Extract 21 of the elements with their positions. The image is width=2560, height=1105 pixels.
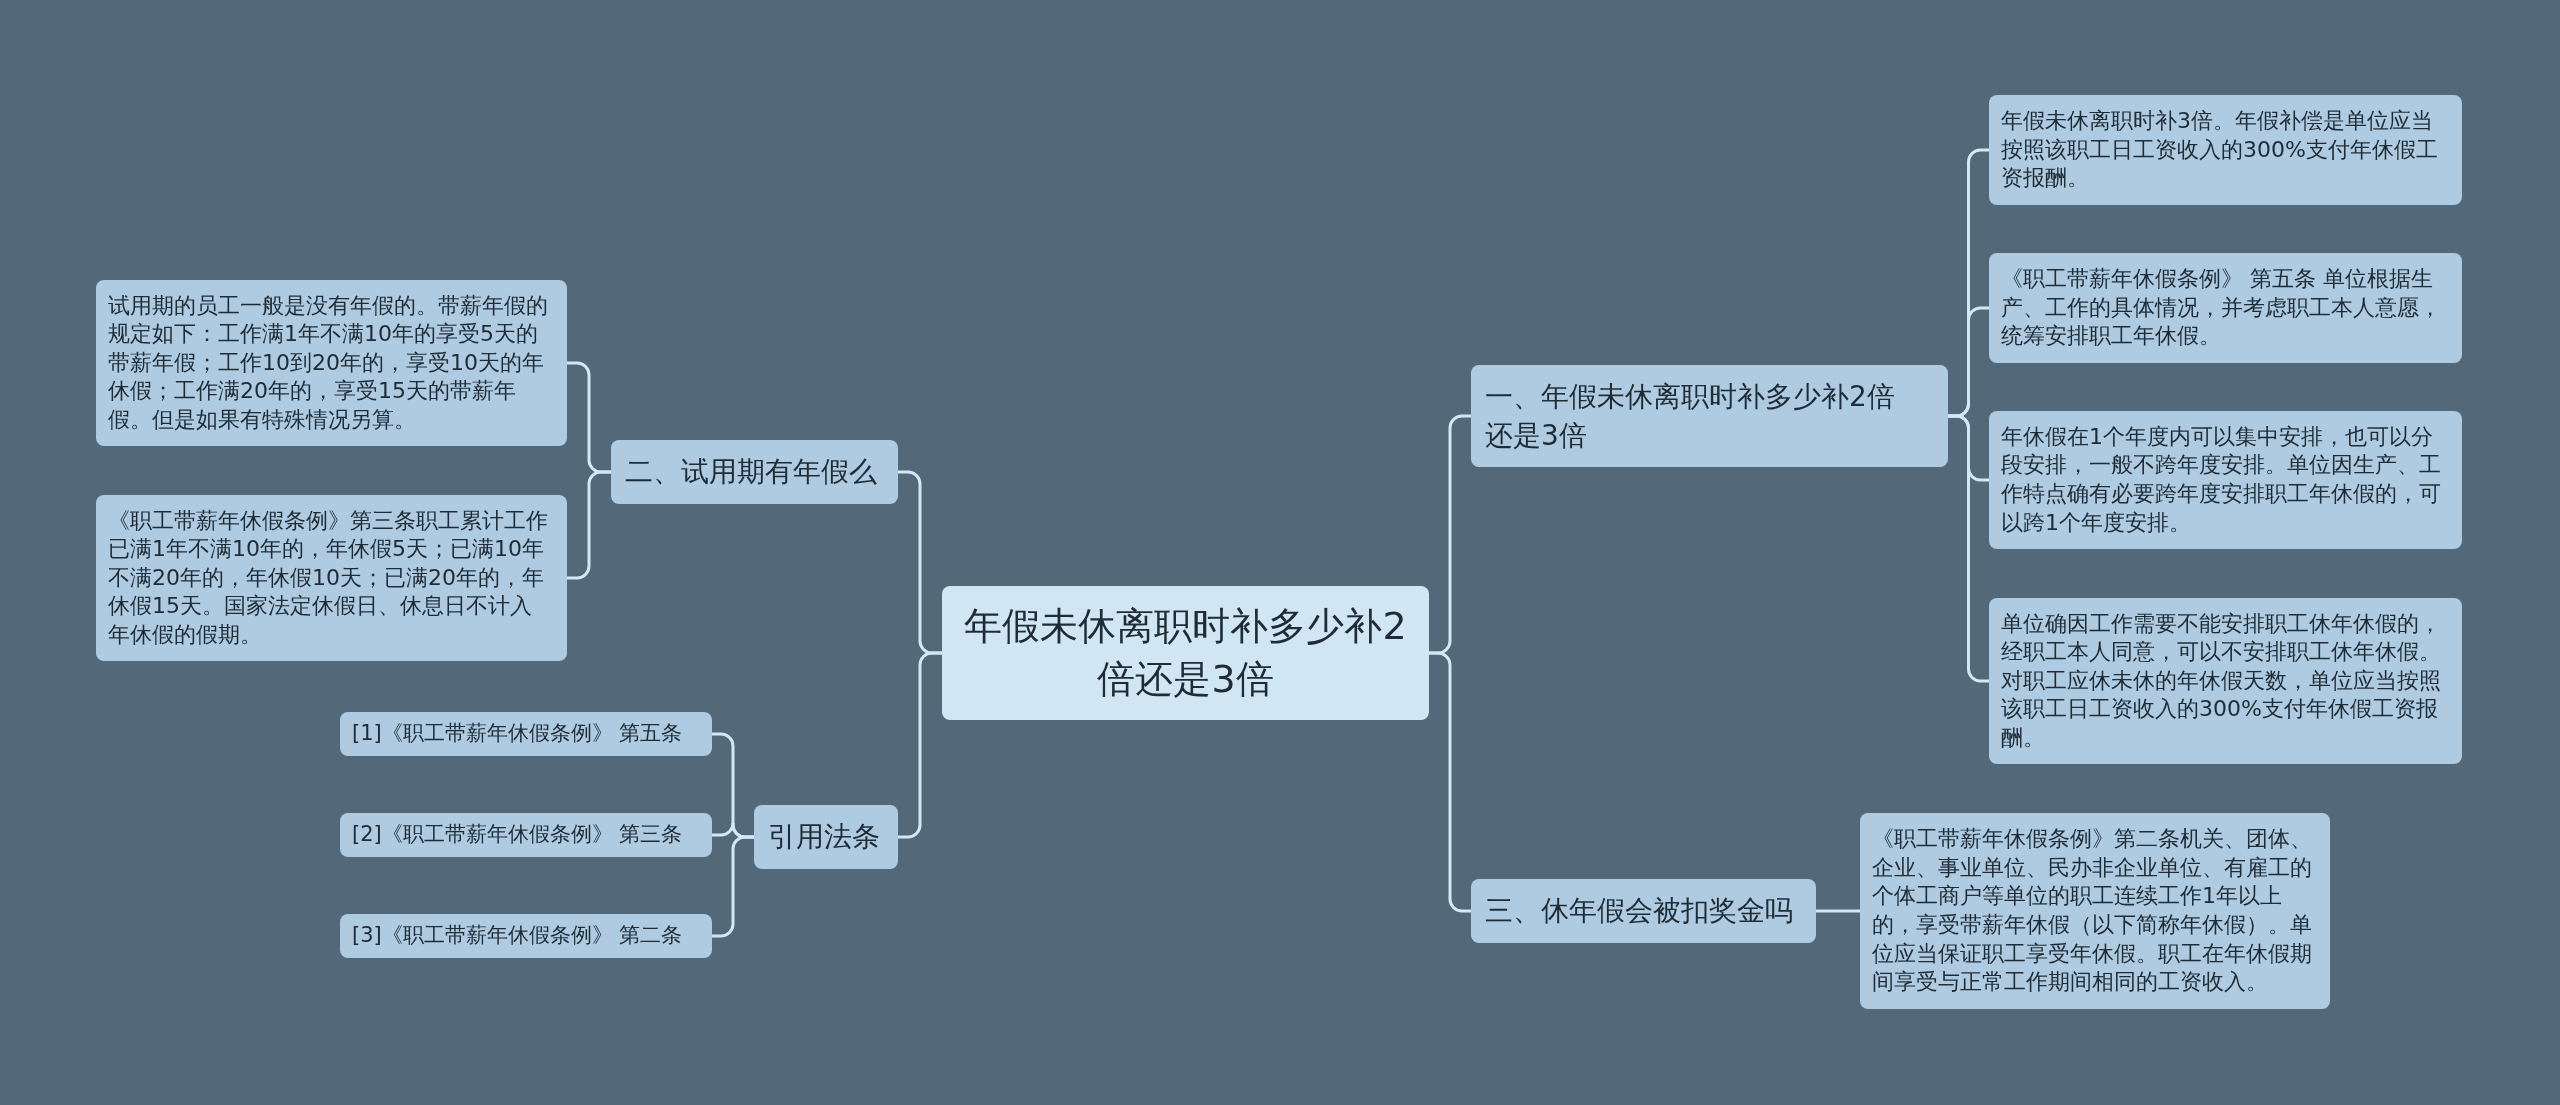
note-card: 年休假在1个年度内可以集中安排，也可以分段安排，一般不跨年度安排。单位因生产、工作特点确有必要跨年度安排职工年休假的，可以跨1个年度安排。	[1989, 410, 2462, 550]
note-card: 年假未休离职时补3倍。年假补偿是单位应当按照该职工日工资收入的300%支付年休假工资报酬。	[1989, 95, 2462, 205]
note-card: 单位确因工作需要不能安排职工休年休假的，经职工本人同意，可以不安排职工休年休假。对职工应休未休的年休假天数，单位应当按照该职工日工资收入的300%支付年休假工资报酬。	[1989, 597, 2462, 765]
connector-line	[567, 470, 611, 580]
note-card: 试用期的员工一般是没有年假的。带薪年假的规定如下：工作满1年不满10年的享受5天的带薪年假；工作10到20年的，享受10天的年休假；工作满20年的，享受15天的带薪年假。但是如果有特殊情况另算。	[96, 279, 567, 447]
connector-line	[1816, 909, 1860, 913]
connector-line	[1429, 651, 1471, 913]
connector-line	[712, 835, 754, 938]
connector-line	[898, 651, 942, 839]
branch-topic: 引用法条	[754, 805, 898, 869]
reference-item: [2]《职工带薪年休假条例》 第三条	[340, 813, 712, 857]
note-card: 《职工带薪年休假条例》第二条机关、团体、企业、事业单位、民办非企业单位、有雇工的个体工商户等单位的职工连续工作1年以上的，享受带薪年休假（以下简称年休假）。单位应当保证职工享受年休假。职工在年休假期间享受与正常工作期间相同的工资收入。	[1860, 813, 2330, 1009]
connector-line	[1948, 414, 1989, 683]
note-card: 《职工带薪年休假条例》 第五条 单位根据生产、工作的具体情况，并考虑职工本人意愿，统筹安排职工年休假。	[1989, 253, 2462, 363]
reference-item: [3]《职工带薪年休假条例》 第二条	[340, 914, 712, 958]
note-card: 《职工带薪年休假条例》第三条职工累计工作已满1年不满10年的，年休假5天；已满10年不满20年的，年休假10天；已满20年的，年休假15天。国家法定休假日、休息日不计入年休假的假期。	[96, 494, 567, 662]
central-topic: 年假未休离职时补多少补2倍还是3倍	[942, 585, 1429, 721]
branch-topic: 三、休年假会被扣奖金吗	[1471, 879, 1816, 943]
reference-item: [1]《职工带薪年休假条例》 第五条	[340, 712, 712, 756]
branch-topic: 一、年假未休离职时补多少补2倍还是3倍	[1471, 364, 1948, 468]
branch-topic: 二、试用期有年假么	[611, 440, 898, 504]
